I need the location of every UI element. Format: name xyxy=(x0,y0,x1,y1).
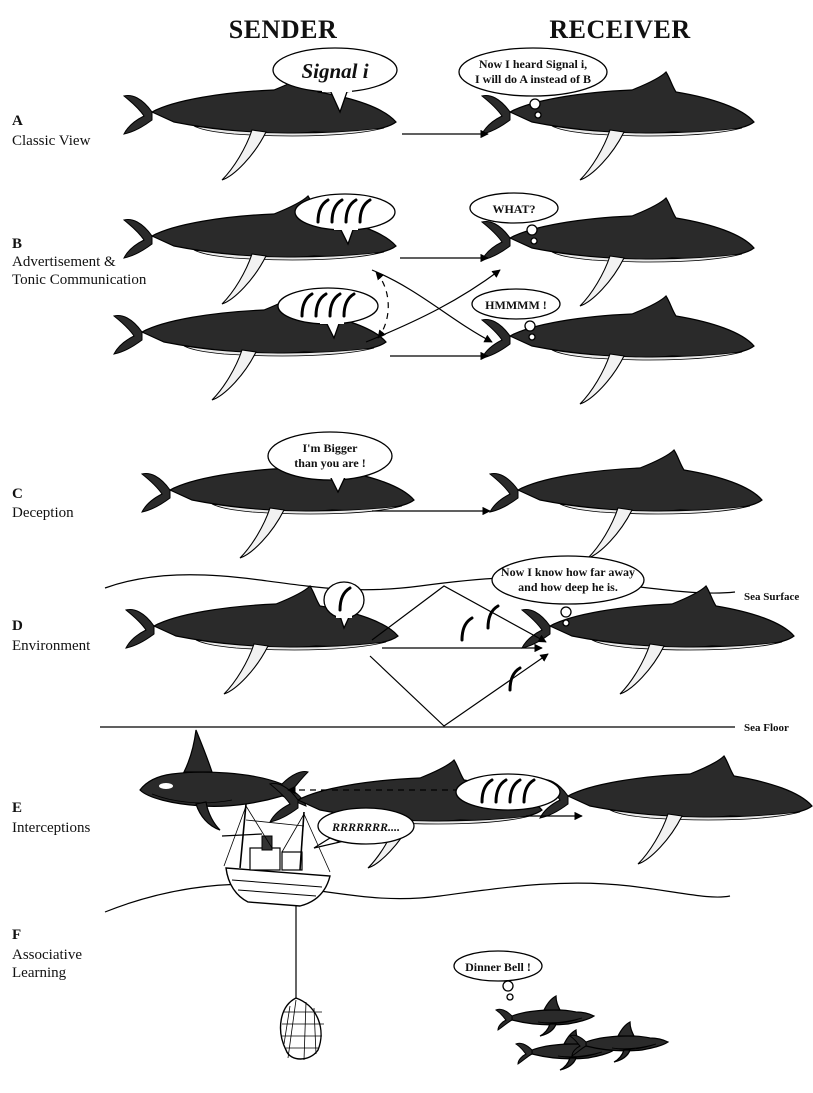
svg-text:I will do A instead of B: I will do A instead of B xyxy=(475,72,591,86)
panel-d-floor-reflection xyxy=(370,654,548,726)
panel-f-name-2: Learning xyxy=(12,965,67,981)
svg-text:HMMMM !: HMMMM ! xyxy=(485,298,547,312)
sender-header: SENDER xyxy=(229,15,337,44)
dolphin-2 xyxy=(516,1030,614,1070)
panel-e-letter: E xyxy=(12,800,22,816)
panel-d-signal-mark-1 xyxy=(462,618,472,640)
panel-c-receiver-whale xyxy=(490,450,762,558)
fishing-net xyxy=(281,998,324,1060)
panel-a-letter: A xyxy=(12,113,23,129)
panel-f-sea-surface-line xyxy=(105,883,730,912)
svg-text:Signal i: Signal i xyxy=(301,59,368,83)
panel-d-signal-mark-3 xyxy=(510,668,520,690)
panel-e-song-bubble xyxy=(456,774,560,810)
panel-b-name: Advertisement & xyxy=(12,254,116,270)
svg-text:RRRRRRR....: RRRRRRR.... xyxy=(331,820,400,834)
svg-text:than you are !: than you are ! xyxy=(294,456,365,470)
svg-text:Dinner Bell !: Dinner Bell ! xyxy=(465,960,531,974)
panel-a-name: Classic View xyxy=(12,133,91,149)
sea-floor-label: Sea Floor xyxy=(744,722,789,734)
panel-c-letter: C xyxy=(12,486,23,502)
svg-text:Now I know how far away: Now I know how far away xyxy=(501,565,635,579)
dolphin-1 xyxy=(496,996,594,1036)
panel-d-signal-mark-2 xyxy=(488,606,498,628)
svg-text:WHAT?: WHAT? xyxy=(492,202,535,216)
svg-text:Now I heard Signal i,: Now I heard Signal i, xyxy=(479,57,587,71)
receiver-header: RECEIVER xyxy=(549,15,690,44)
panel-b-letter: B xyxy=(12,236,22,252)
sea-surface-label: Sea Surface xyxy=(744,591,799,603)
panel-e-receiver-whale xyxy=(540,756,812,864)
panel-d-letter: D xyxy=(12,618,23,634)
panel-f-dolphin-thought: Dinner Bell ! xyxy=(454,951,542,1000)
svg-text:and how deep he is.: and how deep he is. xyxy=(518,580,618,594)
panel-f-letter: F xyxy=(12,927,21,943)
panel-f-name: Associative xyxy=(12,947,82,963)
panel-e-name: Interceptions xyxy=(12,820,90,836)
panel-d-name: Environment xyxy=(12,638,91,654)
panel-b-name-2: Tonic Communication xyxy=(12,272,147,288)
panel-f-boat-bubble: RRRRRRR.... xyxy=(314,808,414,848)
svg-text:I'm Bigger: I'm Bigger xyxy=(303,441,359,455)
panel-c-name: Deception xyxy=(12,505,74,521)
